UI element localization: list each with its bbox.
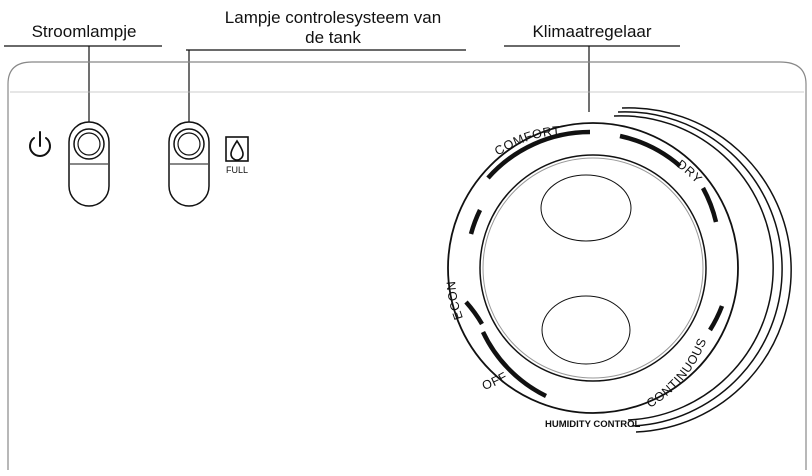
dial-outer-arc-3 <box>613 115 774 421</box>
tank-light-callout-line1: Lampje controlesysteem van <box>224 8 442 27</box>
power-light-lens-inner <box>77 132 101 156</box>
dial-segment-dry <box>701 186 719 223</box>
tank-light-lens-inner <box>177 132 201 156</box>
dial-segment-off <box>480 331 547 399</box>
power-light-button[interactable] <box>68 121 110 207</box>
dial-outer-arc-2 <box>617 111 783 427</box>
full-label: FULL <box>226 165 248 175</box>
leader-lines <box>88 46 590 126</box>
tank-light-button[interactable] <box>168 121 210 207</box>
dial-segment-econ-low <box>464 300 484 326</box>
dial-grip-upper <box>540 174 632 242</box>
dial-segment-comfort-left <box>486 129 591 180</box>
climate-control-callout: Klimaatregelaar <box>504 22 680 42</box>
humidity-control-caption: HUMIDITY CONTROL <box>545 419 641 430</box>
climate-control-callout-text: Klimaatregelaar <box>532 22 652 41</box>
dial-segment-continuous <box>708 305 725 332</box>
tank-light-callout: Lampje controlesysteem van de tank <box>188 8 478 48</box>
control-panel-outline <box>7 61 807 470</box>
humidity-control-dial[interactable] <box>447 107 792 433</box>
water-drop-icon <box>225 136 249 162</box>
power-light-callout: Stroomlampje <box>6 22 162 42</box>
callout-underlines <box>4 45 680 51</box>
power-icon <box>29 131 51 157</box>
tank-light-callout-line2: de tank <box>305 28 361 47</box>
dial-segment-econ-high <box>468 209 483 235</box>
dial-segment-comfort-dry <box>619 133 682 168</box>
dial-outer-arc-1 <box>621 107 792 433</box>
power-light-callout-text: Stroomlampje <box>31 22 137 41</box>
dial-grip-lower <box>541 295 631 365</box>
dial-knob-face <box>482 157 704 379</box>
